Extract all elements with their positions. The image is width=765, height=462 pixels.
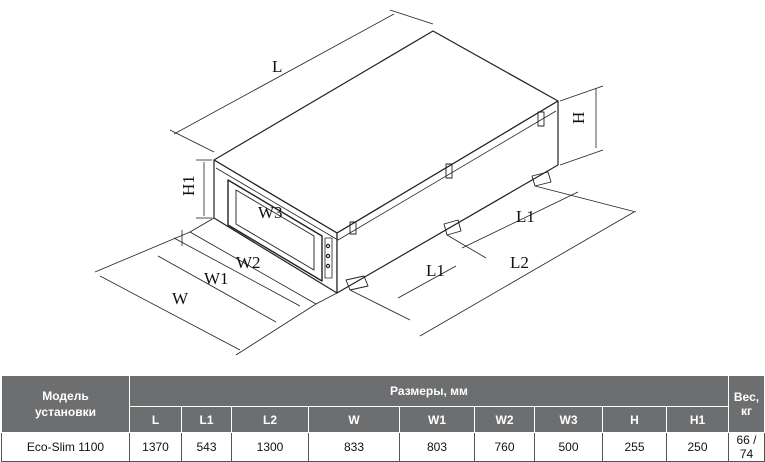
value-cell: 1370 (129, 432, 182, 462)
unit-dimension-drawing: L H H1 W3 W2 W1 W L1 L1 L2 (94, 9, 637, 356)
value-cell: 500 (534, 432, 603, 462)
dim-label-W3: W3 (258, 203, 283, 222)
value-cell: 760 (474, 432, 535, 462)
unit-body (189, 30, 559, 305)
dim-label-W2: W2 (236, 253, 261, 272)
column-header: L2 (231, 406, 309, 433)
mount-bracket (531, 171, 552, 187)
dim-label-H1: H1 (179, 175, 198, 196)
value-cell: 255 (602, 432, 667, 462)
column-header: L1 (181, 406, 232, 433)
column-header: H (602, 406, 667, 433)
dim-label-L: L (272, 57, 282, 76)
value-cell: 543 (181, 432, 232, 462)
dimension-lines (94, 9, 637, 356)
mount-bracket (443, 219, 462, 236)
column-header: W3 (534, 406, 603, 433)
dim-label-W1: W1 (204, 269, 229, 288)
mount-bracket (345, 275, 369, 291)
unit-side-face (336, 100, 559, 294)
dim-label-L1-rear: L1 (516, 207, 535, 226)
dim-label-W: W (172, 289, 189, 308)
value-cell: 803 (399, 432, 475, 462)
dim-label-L2: L2 (510, 253, 529, 272)
column-header: W2 (474, 406, 535, 433)
model-cell: Eco-Slim 1100 (1, 432, 130, 462)
weight-header: Вес,кг (728, 375, 765, 433)
column-header: L (129, 406, 182, 433)
table-row: Eco-Slim 1100 1370 543 1300 833 803 760 … (1, 432, 765, 462)
value-cell: 833 (308, 432, 400, 462)
column-header: W (308, 406, 400, 433)
dimensions-header: Размеры, мм (129, 375, 729, 407)
dim-label-L1-front: L1 (426, 261, 445, 280)
weight-cell: 66 / 74 (728, 432, 765, 462)
column-header: W1 (399, 406, 475, 433)
inlet-opening (227, 179, 323, 282)
dim-label-H: H (569, 112, 588, 124)
column-header: H1 (666, 406, 729, 433)
value-cell: 250 (666, 432, 729, 462)
value-cell: 1300 (231, 432, 309, 462)
